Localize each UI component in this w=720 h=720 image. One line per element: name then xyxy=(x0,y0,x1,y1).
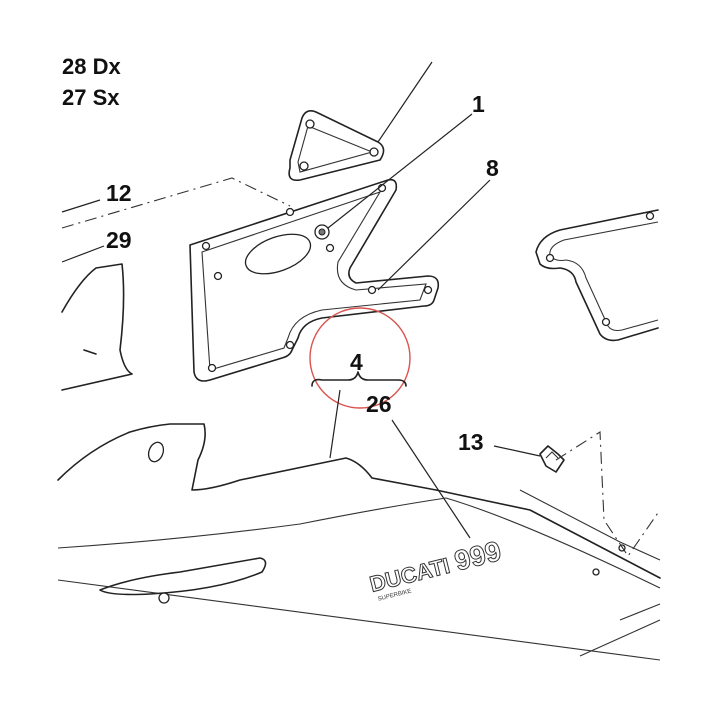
highlight-circle xyxy=(309,307,411,409)
side-label-right: 28 Dx xyxy=(62,54,121,79)
triangular-bracket xyxy=(288,110,385,182)
brand-model-text: 999 xyxy=(451,535,504,576)
brand-logo: DUCATI 999 SUPERBIKE xyxy=(367,535,505,603)
leader-26 xyxy=(391,419,471,539)
callout-4: 4 xyxy=(350,349,363,375)
right-bracket xyxy=(535,209,659,342)
gasket-panel xyxy=(189,178,440,382)
side-label-left: 27 Sx xyxy=(62,85,120,110)
leader-1 xyxy=(327,113,473,229)
fairing-panel xyxy=(57,423,661,661)
clip-part-13 xyxy=(539,445,565,473)
callout-13: 13 xyxy=(458,429,484,455)
leader-bracket xyxy=(377,61,433,143)
leader-29 xyxy=(61,245,105,263)
fairing-vent xyxy=(99,557,267,596)
leader-8 xyxy=(377,179,491,291)
leader-12 xyxy=(61,199,101,213)
leader-13 xyxy=(493,445,541,457)
screw-part-1 xyxy=(314,224,330,240)
gasket-opening xyxy=(244,233,312,275)
centerline-13 xyxy=(555,431,661,557)
brace-4 xyxy=(311,371,407,387)
side-panel-part-29 xyxy=(61,263,133,391)
leader-4 xyxy=(329,389,341,459)
callout-8: 8 xyxy=(486,155,499,181)
callout-1: 1 xyxy=(472,91,485,117)
centerline-12 xyxy=(61,177,291,229)
callout-29: 29 xyxy=(106,227,132,253)
callout-26: 26 xyxy=(366,391,392,417)
callout-12: 12 xyxy=(106,180,132,206)
